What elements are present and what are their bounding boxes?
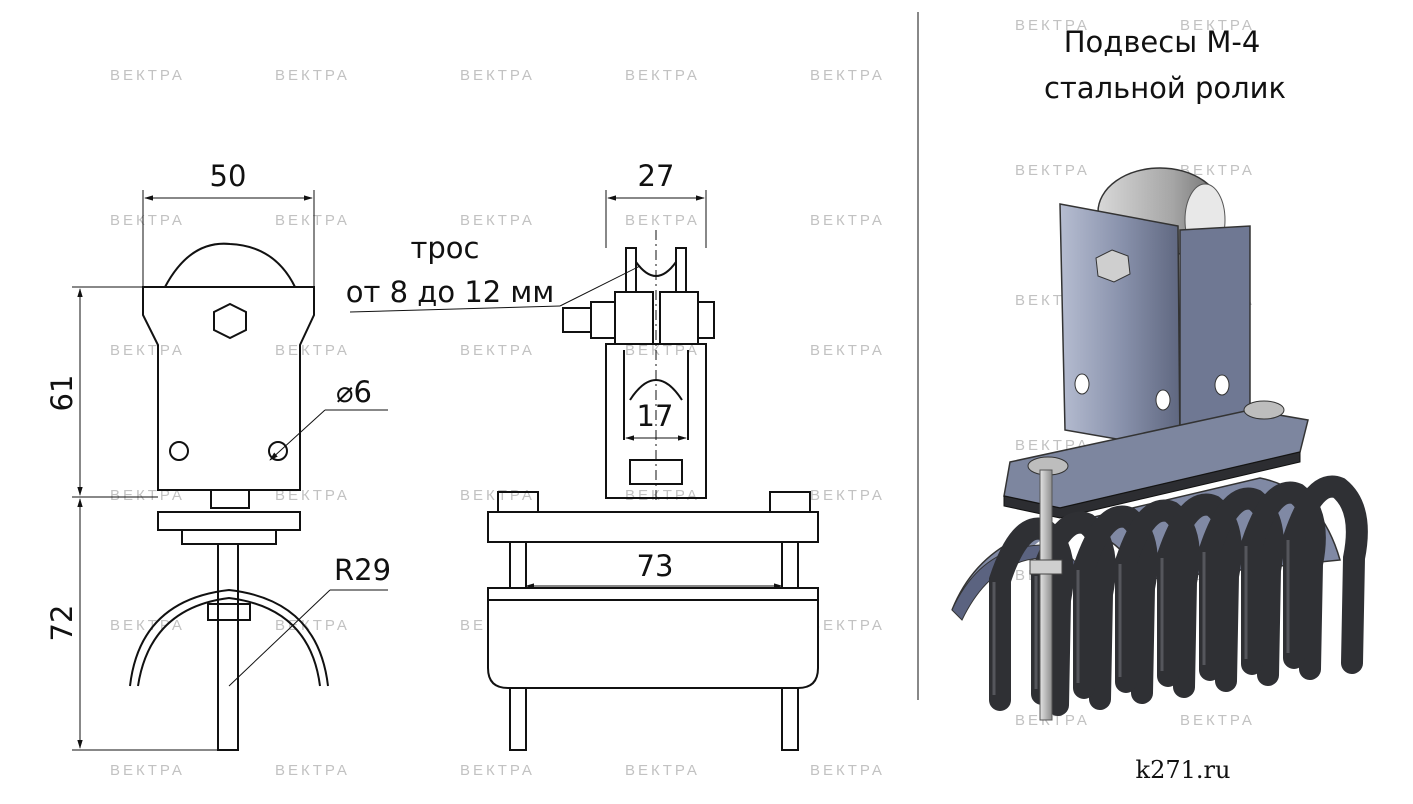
watermark-text: ВЕКТРА <box>1180 17 1255 34</box>
side-cheek-right-top <box>675 247 687 293</box>
watermark-text: ВЕКТРА <box>110 487 185 504</box>
side-plate-nut-left <box>497 491 539 513</box>
front-saddle-nut <box>207 603 251 621</box>
front-body <box>142 286 315 491</box>
watermark-text: ВЕКТРА <box>1015 17 1090 34</box>
front-saddle-outer <box>129 588 329 687</box>
watermark-text: ВЕКТРА <box>460 212 535 229</box>
iso-cable-tube <box>1199 487 1284 686</box>
iso-cable-tube <box>1157 493 1242 692</box>
website-label: k271.ru <box>1136 756 1231 784</box>
watermark-text: ВЕКТРА <box>460 342 535 359</box>
side-body-inner <box>623 350 689 440</box>
front-view <box>129 242 329 751</box>
watermark-text: ВЕКТРА <box>460 762 535 779</box>
dim-hole-diameter: ⌀6 <box>336 375 372 409</box>
watermark-text: ВЕКТРА <box>110 617 185 634</box>
side-bolt-end <box>562 307 592 333</box>
side-saddle <box>487 587 819 689</box>
front-hole-left <box>169 441 189 461</box>
front-wheel-outline <box>164 242 296 288</box>
dim-height-bottom: 72 <box>45 605 79 642</box>
dim-height-top: 61 <box>45 375 79 412</box>
iso-bracket-front <box>1059 203 1181 451</box>
watermark-text: ВЕКТРА <box>810 487 885 504</box>
side-block-left <box>614 291 654 345</box>
side-dimensions <box>349 190 783 589</box>
title-line2: стальной ролик <box>1044 71 1286 105</box>
watermark-text: ВЕКТРА <box>110 212 185 229</box>
title-line1: Подвесы М-4 <box>1064 25 1261 59</box>
dim-width-side: 27 <box>638 159 675 193</box>
iso-hole-back <box>1214 374 1230 396</box>
iso-bracket-back <box>1179 225 1251 441</box>
front-top-nut <box>210 489 250 509</box>
watermark-text: ВЕКТРА <box>275 342 350 359</box>
note-cable-line2: от 8 до 12 мм <box>346 275 554 309</box>
side-nut-left <box>590 301 616 339</box>
side-plate <box>487 511 819 543</box>
watermark-text: ВЕКТРА <box>460 67 535 84</box>
iso-hole-left <box>1074 373 1090 395</box>
watermark-text: ВЕКТРА <box>810 617 885 634</box>
watermark-text: ВЕКТРА <box>110 67 185 84</box>
front-saddle-inner <box>137 596 321 687</box>
front-hole-right <box>268 441 288 461</box>
side-wheel-bottom <box>629 379 683 401</box>
front-rod <box>217 543 239 751</box>
iso-hex-bolt <box>1095 249 1131 283</box>
watermark-text: ВЕКТРА <box>275 762 350 779</box>
watermark-text: ВЕКТРА <box>810 342 885 359</box>
side-plate-nut-right <box>769 491 811 513</box>
iso-cable-tube <box>1283 475 1368 674</box>
watermark-text: ВЕКТРА <box>1015 162 1090 179</box>
side-view <box>487 247 819 751</box>
front-plate <box>157 511 301 531</box>
iso-cable-tube <box>1241 481 1326 680</box>
front-dimensions <box>72 190 388 751</box>
watermark-text: ВЕКТРА <box>275 617 350 634</box>
dim-roller-gap: 17 <box>637 399 674 433</box>
watermark-text: ВЕКТРА <box>275 487 350 504</box>
iso-cables <box>989 475 1368 716</box>
side-body <box>605 343 707 499</box>
iso-cable-tube <box>1073 505 1158 704</box>
watermark-text: ВЕКТРА <box>625 487 700 504</box>
watermark-text: ВЕКТРА <box>625 212 700 229</box>
iso-rod <box>1039 469 1053 721</box>
iso-nut-right <box>1243 400 1285 420</box>
watermark-text: ВЕКТРА <box>625 762 700 779</box>
dim-width-front: 50 <box>210 159 247 193</box>
watermark-text: ВЕКТРА <box>110 762 185 779</box>
watermark-text: ВЕКТРА <box>110 342 185 359</box>
isometric-view <box>951 167 1368 721</box>
iso-rod-nut <box>1029 559 1063 575</box>
iso-cable-tube <box>1115 499 1200 698</box>
watermark-text: ВЕКТРА <box>810 212 885 229</box>
front-plate-lower <box>181 529 277 545</box>
watermark-text: ВЕКТРА <box>275 67 350 84</box>
watermark-text: ВЕКТРА <box>625 342 700 359</box>
iso-base-rubber <box>1003 451 1301 519</box>
iso-hole-right <box>1155 389 1171 411</box>
watermark-text: ВЕКТРА <box>810 762 885 779</box>
dim-rod-spacing: 73 <box>637 549 674 583</box>
watermark-text: ВЕКТРА <box>625 67 700 84</box>
side-block-right <box>659 291 699 345</box>
watermark-text: ВЕКТРА <box>1180 162 1255 179</box>
note-cable-line1: трос <box>411 231 480 265</box>
watermark-text: ВЕКТРА <box>810 67 885 84</box>
watermark-text: ВЕКТРА <box>1180 712 1255 729</box>
side-nut-right <box>697 301 715 339</box>
dim-radius: R29 <box>334 553 391 587</box>
watermark-text: ВЕКТРА <box>275 212 350 229</box>
front-hex-bolt <box>213 302 247 340</box>
